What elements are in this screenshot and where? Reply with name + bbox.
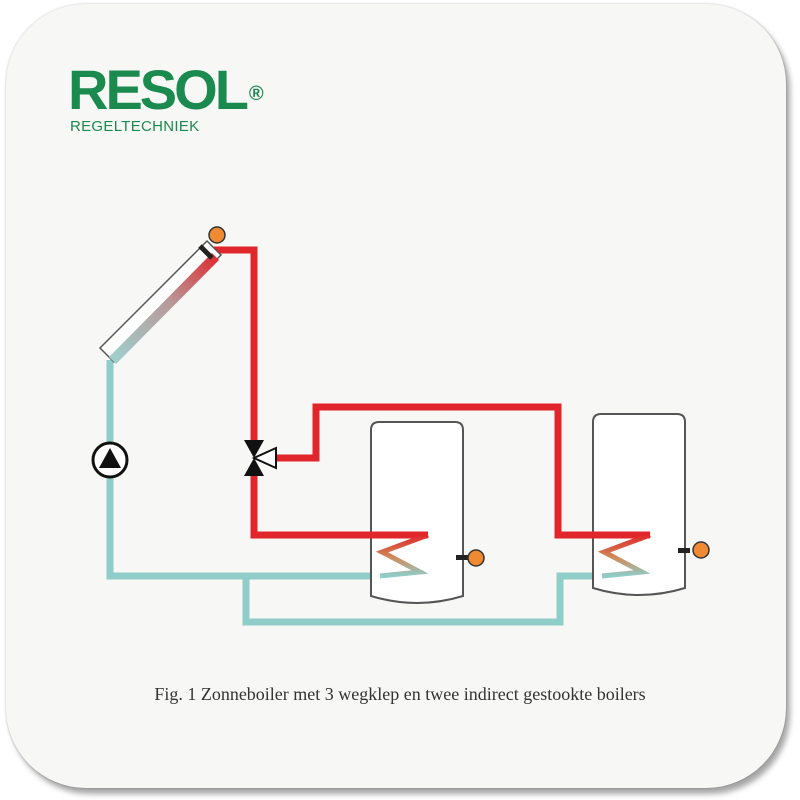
hot-pipe-valve-to-tank2 xyxy=(272,403,650,539)
cold-pipe-tank2-loop xyxy=(242,572,650,626)
logo-name: RESOL xyxy=(68,58,249,121)
hot-pipe-valve-to-tank1 xyxy=(250,475,428,539)
logo-wordmark: RESOL® xyxy=(68,62,268,118)
hot-pipe-collector-to-valve xyxy=(214,246,258,440)
pump-icon xyxy=(91,441,129,479)
tank2-sensor-icon xyxy=(678,541,710,559)
cold-return-piping xyxy=(106,360,650,626)
heat-exchanger-coil-1 xyxy=(375,532,429,579)
registered-mark: ® xyxy=(248,83,264,105)
solar-collector-icon xyxy=(98,239,223,364)
temperature-sensors xyxy=(208,226,710,567)
logo-tagline: REGELTECHNIEK xyxy=(70,118,200,135)
hot-flow-piping xyxy=(214,246,650,539)
figure-card xyxy=(6,4,786,788)
heat-exchanger-coil-2 xyxy=(597,532,651,579)
figure-caption: Fig. 1 Zonneboiler met 3 wegklep en twee… xyxy=(154,684,646,704)
cold-pipe-main xyxy=(106,360,428,580)
tank1-sensor-icon xyxy=(456,549,485,567)
three-way-valve-icon xyxy=(244,440,277,476)
resol-logo: RESOL® REGELTECHNIEK xyxy=(68,62,268,136)
collector-sensor-icon xyxy=(208,226,226,244)
